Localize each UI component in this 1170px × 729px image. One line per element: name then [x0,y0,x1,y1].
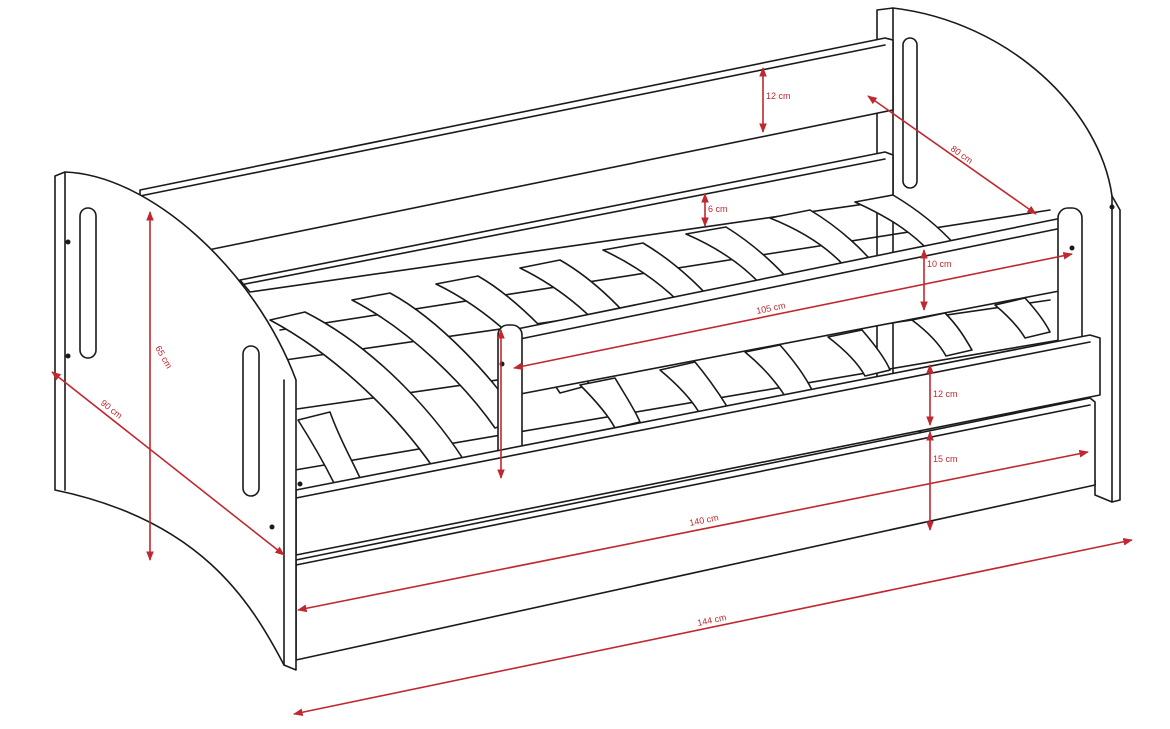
bolt-icon [65,239,71,245]
label-top-rail-height: 12 cm [766,91,791,101]
bolt-icon [297,481,303,487]
label-mattress-gap: 6 cm [708,204,728,214]
label-drawer-height: 15 cm [933,454,958,464]
footboard-handle-slot-inner [242,345,260,497]
bolt-icon [1069,245,1075,251]
label-front-rail-height: 12 cm [933,389,958,399]
bolt-icon [65,353,71,359]
dimension-front-rail-height: 12 cm [926,364,958,426]
dimension-top-rail-height: 12 cm [759,67,791,133]
bolt-icon [269,524,275,530]
rear-headboard-handle-slot [902,37,918,189]
dimension-mattress-gap: 6 cm [701,193,728,227]
label-guard-height: 10 cm [927,259,952,269]
footboard-handle-slot-outer [79,207,97,359]
bolt-icon [1109,204,1115,210]
